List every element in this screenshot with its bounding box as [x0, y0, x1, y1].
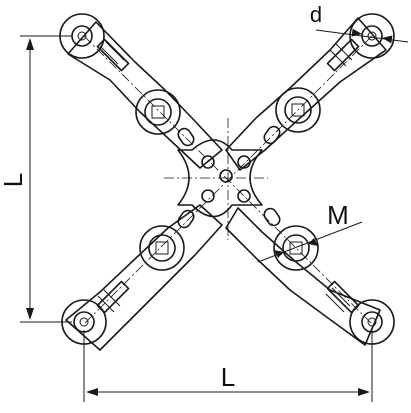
dimension-vertical-L: L [0, 35, 72, 323]
arm-upper-right [225, 17, 387, 171]
arm-lower-right [225, 207, 381, 346]
hub-hole [219, 169, 233, 183]
slot-hole [263, 125, 281, 145]
arm-upper-left [67, 21, 223, 169]
boss-upper-left [135, 89, 181, 135]
bolt-bosses [135, 87, 321, 271]
hub-hole [237, 189, 251, 203]
hub-hole [201, 155, 215, 169]
boss-lower-right [273, 225, 319, 271]
dim-label-d: d [310, 2, 322, 27]
dim-label-horizontal: L [221, 362, 235, 392]
end-fitting-upper-left [59, 13, 130, 72]
dimension-diameter-d: d [310, 2, 409, 44]
hub-hole [237, 155, 251, 169]
dimension-horizontal-L: L [83, 330, 373, 402]
center-lines [83, 35, 373, 325]
dim-label-vertical: L [0, 173, 28, 187]
arm-lower-left [65, 204, 223, 351]
center-hub [177, 139, 263, 218]
diagonal-centerline-b [83, 35, 373, 325]
slot-hole [177, 209, 195, 229]
slot-hole [263, 207, 281, 227]
hub-holes [201, 155, 251, 203]
end-fitting-upper-right [326, 13, 395, 72]
boss-lower-left [139, 225, 185, 271]
boss-upper-right [275, 87, 321, 133]
hub-hole [201, 189, 215, 203]
slot-holes [177, 125, 281, 229]
end-fitting-lower-right [325, 280, 395, 345]
dimension-bolt-M: M [257, 200, 363, 263]
slot-hole [177, 127, 195, 147]
dim-label-M: M [327, 200, 349, 230]
